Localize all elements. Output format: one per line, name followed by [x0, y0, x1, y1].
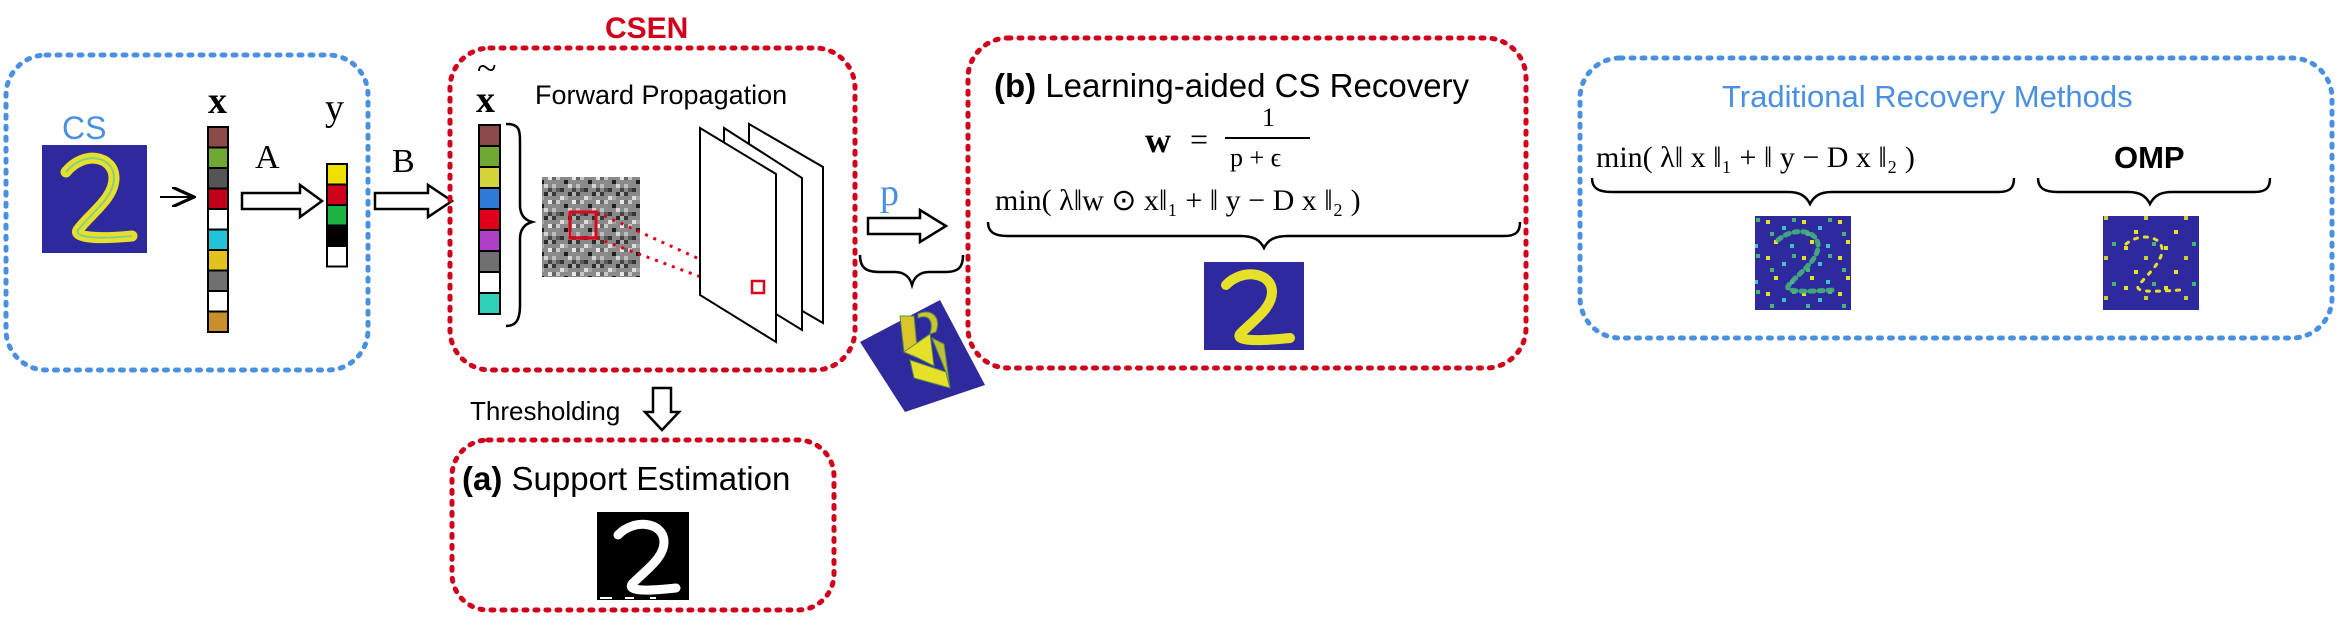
y-vector-cell: [326, 224, 348, 247]
support-mask-image: [597, 512, 689, 600]
matrix-b-arrow: [373, 182, 455, 220]
x-tilde-vector-cell: [478, 166, 501, 189]
cs-panel-border: [3, 52, 371, 373]
x-tilde-vector-cell: [478, 229, 501, 252]
cs-label: CS: [62, 110, 106, 146]
l1-recovered-image: [1755, 216, 1851, 310]
x-tilde-vector-cell: [478, 250, 501, 273]
x-tilde-vector-cell: [478, 187, 501, 210]
convolution-layers: [699, 122, 824, 344]
l1-objective: min( λ‖ x ‖₁ + ‖ y − D x ‖₂ ): [1596, 141, 1915, 174]
y-vector-cell: [326, 163, 348, 186]
learning-aided-panel-border: [965, 35, 1529, 371]
learning-aided-title: (b) Learning-aided CS Recovery: [994, 67, 1470, 104]
x-tilde-label: x: [476, 79, 495, 121]
forward-propagation-label: Forward Propagation: [535, 80, 787, 110]
x-vector-cell: [207, 126, 229, 149]
x-vector-cell: [207, 269, 229, 292]
proxy-p-arrow: [866, 207, 949, 245]
y-vector-cell: [326, 183, 348, 206]
x-tilde-brace: [505, 122, 537, 328]
y-vector: [326, 163, 348, 268]
output-neuron-marker: [750, 279, 766, 295]
x-tilde-vector-cell: [478, 271, 501, 294]
x-vector-cell: [207, 249, 229, 272]
weight-numerator: 1: [1262, 103, 1275, 132]
support-estimation-title: (a) Support Estimation: [462, 460, 790, 497]
x-vector-cell: [207, 187, 229, 210]
proxy-p-label: p: [880, 172, 899, 214]
x-tilde-vector-cell: [478, 292, 501, 315]
x-tilde-mark: ~: [477, 48, 496, 88]
x-vector-label: x: [208, 80, 227, 122]
noise-feature-map: [542, 177, 640, 277]
x-vector-cell: [207, 167, 229, 190]
receptive-field-line-top: [595, 210, 753, 285]
matrix-b-label: B: [392, 143, 415, 180]
x-vector-cell: [207, 228, 229, 251]
csen-panel-border: [447, 45, 858, 373]
y-vector-cell: [326, 245, 348, 268]
traditional-panel-border: [1577, 55, 2335, 341]
weight-equals-symbol: =: [1190, 121, 1208, 157]
weight-denominator: p + ϵ: [1230, 143, 1281, 172]
x-vector-cell: [207, 290, 229, 313]
cs-digit-image: [42, 145, 147, 253]
x-vector-cell: [207, 146, 229, 169]
x-vector-cell: [207, 310, 229, 333]
omp-brace: [2036, 177, 2272, 207]
weight-equation: w = 1 p + ϵ: [1145, 103, 1310, 172]
matrix-a-arrow: [240, 182, 325, 220]
proxy-3d-surface-plot: [860, 300, 985, 412]
csen-title: CSEN: [605, 12, 688, 45]
omp-label: OMP: [2114, 140, 2185, 175]
learning-aided-recovered-image: [1204, 262, 1304, 350]
x-tilde-vector-cell: [478, 124, 501, 147]
y-vector-cell: [326, 204, 348, 227]
weight-w-symbol: w: [1145, 120, 1171, 160]
proxy-brace: [858, 254, 965, 290]
thresholding-label: Thresholding: [470, 396, 620, 426]
weighted-l1-objective: min( λ‖w ⊙ x‖₁ + ‖ y − D x ‖₂ ): [995, 184, 1361, 217]
thresholding-arrow: [642, 386, 682, 432]
receptive-field-line-bottom: [595, 236, 753, 298]
support-estimation-panel-border: [449, 437, 837, 613]
x-tilde-vector-cell: [478, 145, 501, 168]
traditional-title: Traditional Recovery Methods: [1722, 79, 2133, 114]
l1-brace: [1590, 177, 2016, 207]
x-vector-cell: [207, 208, 229, 231]
omp-recovered-image: [2103, 216, 2199, 310]
y-vector-label: y: [325, 87, 344, 129]
matrix-a-label: A: [255, 139, 280, 176]
x-vector: [207, 126, 229, 333]
x-tilde-vector-cell: [478, 208, 501, 231]
objective-brace: [986, 221, 1522, 251]
x-tilde-vector: [478, 124, 501, 315]
